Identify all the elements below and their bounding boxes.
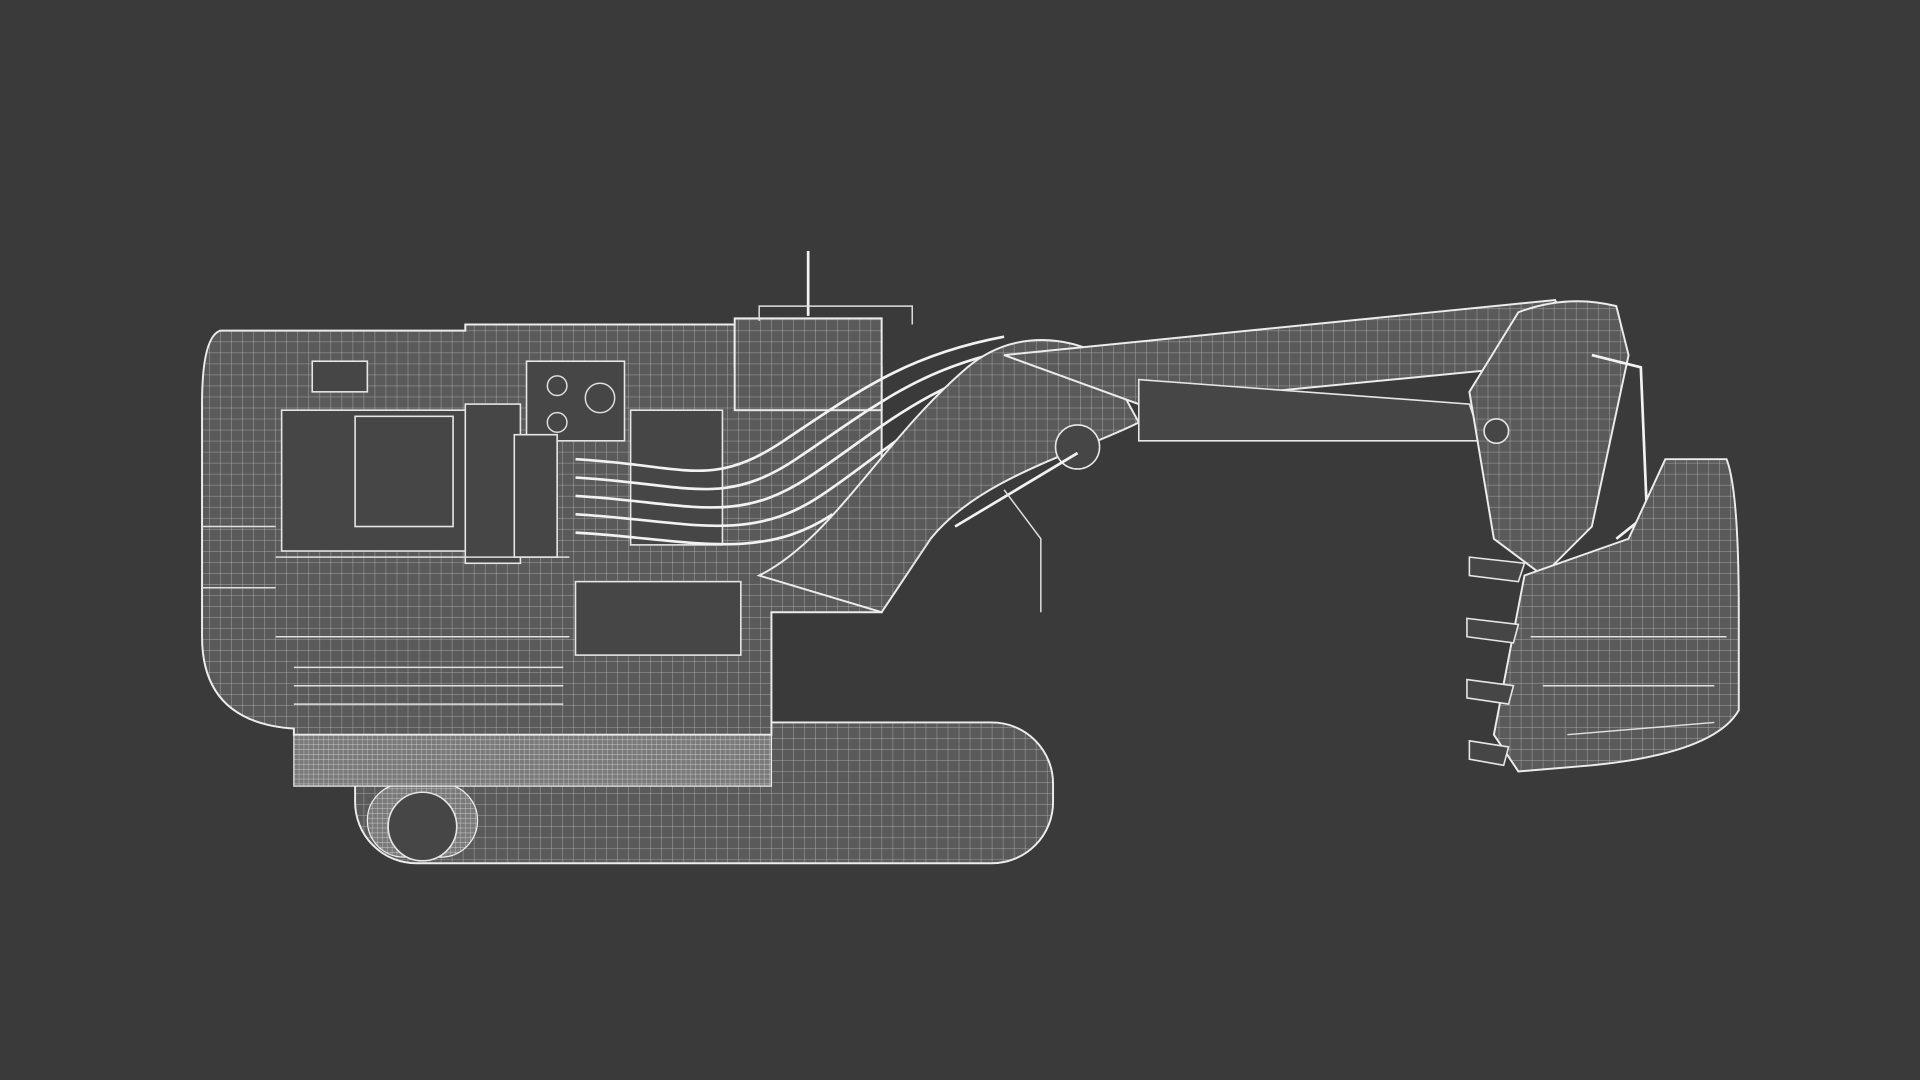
counterweight-grille [293, 734, 773, 787]
bucket-teeth [1466, 556, 1526, 767]
boom-pivot [1054, 424, 1101, 470]
cab [733, 251, 913, 412]
upper-body [201, 323, 883, 736]
drive-sprocket [387, 791, 458, 862]
bucket [1466, 458, 1740, 773]
track-assembly [293, 721, 1055, 865]
boom-cylinder [954, 451, 1079, 528]
boom [756, 298, 1575, 614]
stick-arm [1468, 300, 1649, 577]
